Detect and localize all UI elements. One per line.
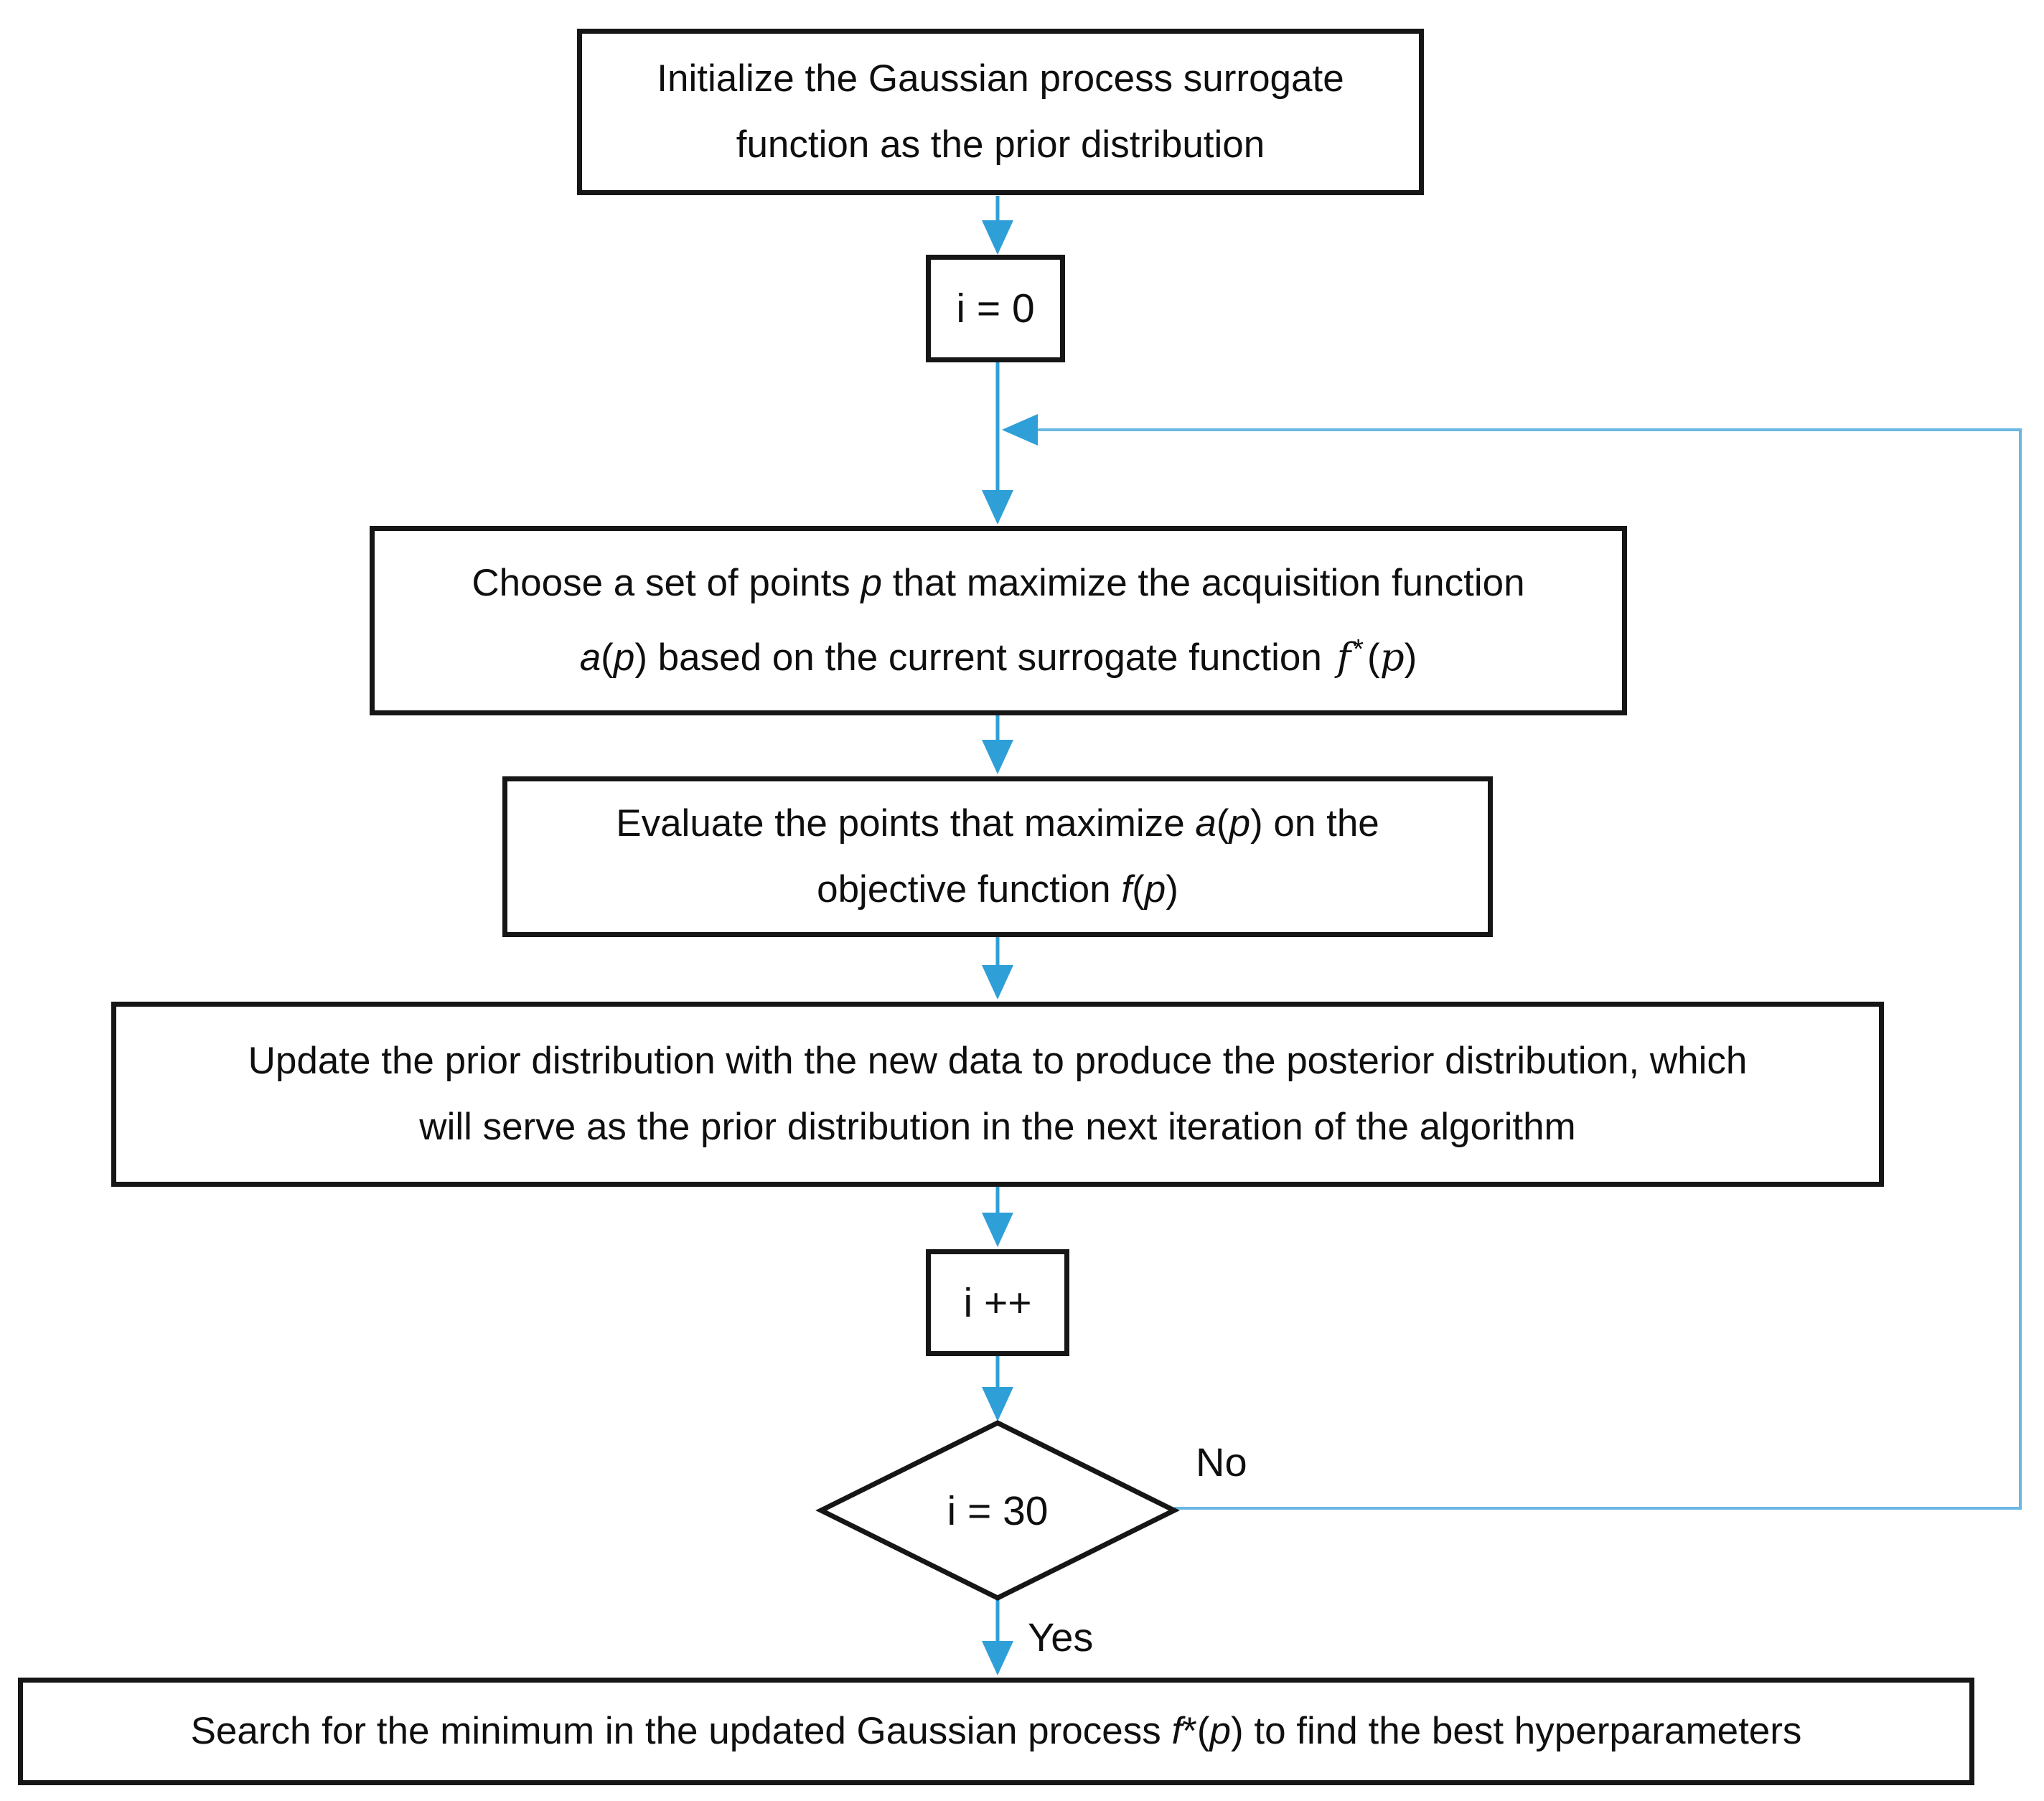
arrowhead-into-decision-icon	[982, 1387, 1013, 1421]
math-f-symbol: f	[1171, 1710, 1183, 1752]
node-evaluate-line2: objective function f(p)	[817, 857, 1178, 923]
math-f-symbol: f	[1336, 636, 1351, 680]
arrowhead-into-choose-icon	[982, 490, 1013, 525]
text-segment: a	[1195, 802, 1216, 845]
text-segment: ) on the	[1250, 802, 1379, 845]
text-segment: Evaluate the points that maximize	[616, 802, 1196, 845]
text-segment: )	[1404, 636, 1417, 680]
node-initialize: Initialize the Gaussian process surrogat…	[577, 29, 1424, 195]
loop-edge	[1036, 428, 2022, 1510]
math-p-symbol: p	[1209, 1710, 1231, 1752]
text-segment: Choose a set of points	[472, 561, 861, 604]
no-branch-label: No	[1196, 1439, 1247, 1485]
node-evaluate: Evaluate the points that maximize a(p) o…	[502, 776, 1493, 937]
node-search-minimum: Search for the minimum in the updated Ga…	[18, 1678, 1974, 1785]
node-choose-points-line2: a(p) based on the current surrogate func…	[580, 616, 1417, 691]
text-segment: that maximize the acquisition function	[882, 561, 1525, 604]
node-choose-points: Choose a set of points p that maximize t…	[370, 526, 1627, 715]
node-initialize-line1: Initialize the Gaussian process surrogat…	[657, 57, 1344, 100]
node-evaluate-line1: Evaluate the points that maximize a(p) o…	[616, 791, 1379, 857]
text-segment: f	[1121, 868, 1133, 911]
arrowhead-loop-junction-icon	[1002, 414, 1038, 446]
math-star-symbol: *	[1353, 633, 1364, 664]
node-i-equals-0: i = 0	[926, 255, 1065, 362]
text-segment: (	[1216, 802, 1229, 845]
decision-diamond	[815, 1420, 1180, 1601]
text-segment: p	[613, 636, 635, 680]
node-initialize-line2: function as the prior distribution	[736, 123, 1265, 166]
text-segment: p	[1229, 802, 1251, 845]
text-segment: )	[1166, 868, 1178, 911]
text-segment: a	[579, 636, 601, 680]
node-i-increment-label: i ++	[963, 1279, 1032, 1326]
text-segment: p	[861, 561, 883, 604]
node-search-minimum-line1: Search for the minimum in the updated Ga…	[191, 1698, 1802, 1764]
arrowheads	[982, 220, 1038, 1675]
loop-edge-path	[1036, 428, 2022, 1510]
text-segment: Search for the minimum in the updated Ga…	[190, 1710, 1172, 1752]
arrowhead-into-increment-icon	[982, 1213, 1013, 1247]
text-segment: *(	[1182, 1710, 1210, 1752]
text-segment: (	[1367, 636, 1380, 680]
node-update-prior: Update the prior distribution with the n…	[111, 1002, 1884, 1187]
text-segment: (	[1132, 868, 1145, 911]
math-p-symbol: p	[1379, 636, 1405, 680]
node-update-prior-line2: will serve as the prior distribution in …	[419, 1106, 1576, 1148]
text-segment: p	[1144, 868, 1166, 911]
text-segment: (	[601, 636, 614, 680]
text-segment: ) based on the current surrogate functio…	[634, 636, 1333, 680]
arrowhead-into-update-icon	[982, 965, 1013, 1000]
arrowhead-into-i0-icon	[982, 220, 1013, 255]
node-choose-points-line1: Choose a set of points p that maximize t…	[472, 550, 1524, 616]
text-segment: ) to find the best hyperparameters	[1231, 1710, 1802, 1752]
node-i-increment: i ++	[926, 1249, 1069, 1356]
arrowhead-into-evaluate-icon	[982, 740, 1013, 774]
node-update-prior-line1: Update the prior distribution with the n…	[248, 1040, 1748, 1082]
text-segment: objective function	[817, 868, 1122, 911]
arrowhead-into-search-icon	[982, 1641, 1013, 1675]
yes-branch-label: Yes	[1028, 1614, 1094, 1660]
node-i-equals-0-label: i = 0	[956, 286, 1035, 331]
decision-label: i = 30	[947, 1488, 1049, 1534]
